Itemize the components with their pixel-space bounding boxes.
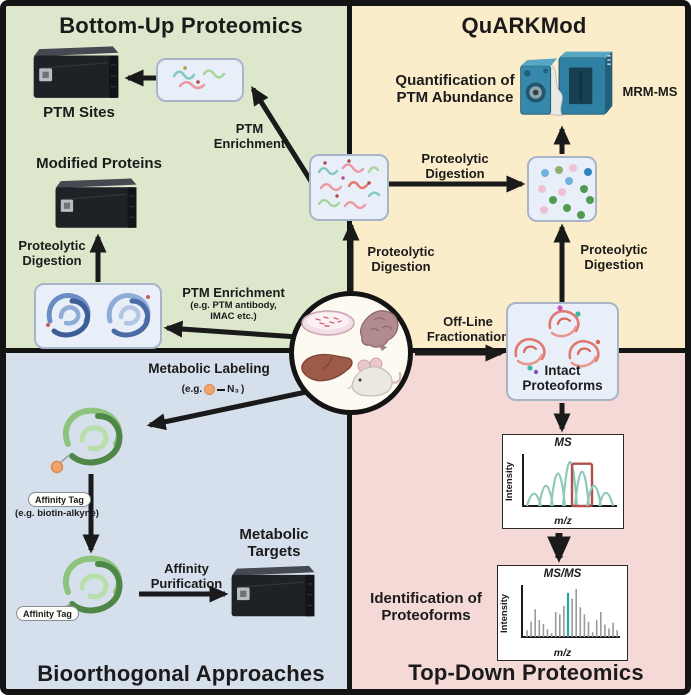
amino-acid-dot (565, 177, 574, 186)
amino-acid-dot (548, 196, 557, 205)
bottom-up-title: Bottom-Up Proteomics (59, 13, 303, 38)
sample-icons (301, 310, 402, 397)
amino-acid-dot (584, 167, 593, 176)
proteolytic-digestion-right-label: Proteolytic Digestion (580, 242, 648, 272)
msms-ylabel: Intensity (499, 593, 510, 633)
ptm-sites-label: PTM Sites (43, 104, 115, 121)
ptm-enrichment2-sub: (e.g. PTM antibody, IMAC etc.) (190, 300, 277, 322)
ptm-enrichment2-label: PTM Enrichment (182, 285, 285, 300)
brain-icon (359, 310, 399, 351)
modified-proteins-box (34, 283, 162, 349)
amino-acid-dot (577, 211, 586, 220)
mass-spectrometer-icon (231, 565, 315, 617)
top-down-title: Top-Down Proteomics (408, 660, 644, 685)
digested-peptides-box (309, 154, 389, 221)
n3-label: N₃ (227, 384, 240, 395)
amino-acid-dot (586, 195, 595, 204)
liver-icon (301, 353, 353, 382)
sample-sources-circle (289, 291, 413, 415)
off-line-fractionation-label: Off-Line Fractionation (426, 314, 510, 344)
proteolytic-digestion-left-label: Proteolytic Digestion (18, 238, 86, 268)
bioorthogonal-title: Bioorthogonal Approaches (37, 661, 325, 686)
mass-spectrometer-icon (55, 178, 137, 228)
mass-spectrometer-icon (33, 46, 119, 98)
msms-spectrum-panel: MS/MS Intensity m/z (497, 565, 628, 661)
ms-selected-peak-box (570, 462, 594, 508)
mrm-ms-label: MRM-MS (622, 84, 678, 99)
msms-plot (521, 585, 620, 638)
modified-proteins-label: Modified Proteins (36, 155, 162, 172)
ptm-enrichment-label: PTM Enrichment (213, 121, 286, 151)
intact-proteoforms-label: Intact Proteoforms (522, 363, 603, 393)
msms-title: MS/MS (543, 568, 582, 580)
azide-probe-icon (204, 384, 216, 395)
amino-acid-dot (540, 206, 549, 215)
amino-acids-box (527, 156, 597, 222)
tagged-protein (61, 555, 123, 614)
ms-spectrum-panel: MS Intensity m/z (502, 434, 624, 529)
bond-line (217, 388, 226, 391)
metabolic-labeling-label: Metabolic Labeling (148, 361, 270, 376)
ms-xlabel: m/z (554, 515, 572, 527)
mouse-icon (347, 357, 402, 397)
amino-acid-dot (555, 166, 564, 175)
intact-proteoforms-box: Intact Proteoforms (506, 302, 619, 401)
metabolic-labeling-example: (e.g. N₃ ) (158, 384, 268, 395)
ms-ylabel: Intensity (504, 461, 515, 502)
amino-acid-dot (579, 184, 588, 193)
proteolytic-digestion-center-label: Proteolytic Digestion (367, 244, 435, 274)
amino-acid-dot (563, 203, 572, 212)
affinity-purification-label: Affinity Purification (150, 561, 223, 591)
quantification-label: Quantification of PTM Abundance (395, 72, 515, 106)
petri-dish-icon (301, 310, 355, 336)
affinity-tag-pill: Affinity Tag (28, 492, 91, 507)
identification-label: Identification of Proteoforms (370, 590, 482, 624)
amino-acid-dot (558, 188, 567, 197)
mrm-ms-instrument-icon (520, 51, 613, 117)
blue-proteins (46, 293, 151, 338)
labeled-protein (50, 407, 123, 474)
ms-title: MS (554, 437, 572, 449)
ms-plot (522, 454, 617, 508)
proteolytic-digestion-mid-label: Proteolytic Digestion (421, 151, 489, 181)
affinity-tag-sub: (e.g. biotin-alkyne) (15, 508, 99, 519)
proteoform-ribbons (514, 305, 601, 375)
amino-acid-dot (568, 164, 577, 173)
enriched-peptides-box (156, 58, 244, 102)
peptide-squiggles (172, 66, 226, 90)
eg-open: (e.g. (181, 384, 203, 395)
peptide-squiggles (317, 159, 381, 210)
amino-acid-dot (540, 169, 549, 178)
affinity-tag-pill-2: Affinity Tag (16, 606, 79, 621)
msms-xlabel: m/z (553, 647, 572, 659)
eg-close: ) (241, 384, 245, 395)
metabolic-targets-label: Metabolic Targets (239, 526, 309, 560)
amino-acid-dot (538, 184, 547, 193)
quarkmod-title: QuARKMod (461, 13, 587, 38)
